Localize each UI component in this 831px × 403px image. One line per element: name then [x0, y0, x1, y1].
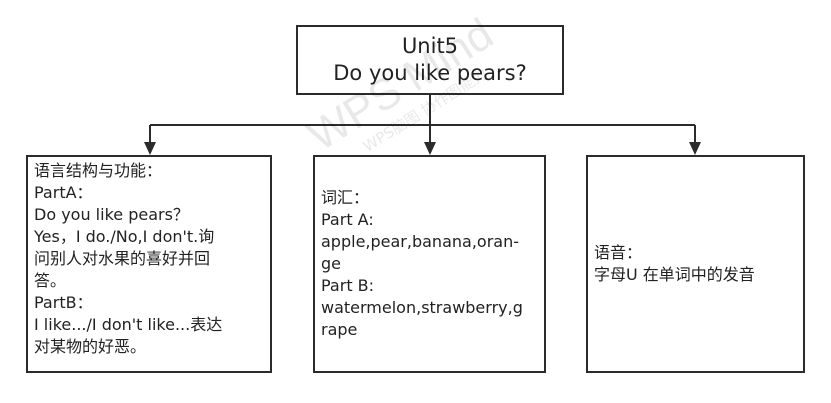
node-text-line: PartA：: [34, 183, 93, 202]
node-text-line: 词汇：: [321, 188, 370, 207]
node-text-line: 问别人对水果的喜好并回: [34, 249, 211, 268]
arrowhead-2: [424, 142, 436, 155]
node-text-line: watermelon,strawberry,g: [321, 298, 523, 317]
child-node-pronunciation[interactable]: 语音： 字母U 在单词中的发音: [586, 155, 805, 373]
node-text-line: 语言结构与功能：: [34, 161, 163, 180]
node-text-line: 语音：: [594, 243, 643, 262]
node-text-line: Yes，I do./No,I don't.询: [34, 227, 215, 246]
node-text-line: 答。: [34, 271, 67, 290]
node-text-line: Do you like pears？: [34, 205, 189, 224]
arrowhead-1: [144, 142, 156, 155]
node-text-line: 字母U 在单词中的发音: [594, 265, 755, 284]
node-text-line: Part B:: [321, 276, 375, 295]
root-subtitle: Do you like pears?: [333, 61, 527, 85]
node-text-line: rape: [321, 320, 358, 339]
root-node[interactable]: Unit5 Do you like pears?: [296, 25, 564, 95]
child-node-language-structure[interactable]: 语言结构与功能： PartA： Do you like pears？ Yes，I…: [26, 155, 272, 373]
node-text-line: apple,pear,banana,oran-: [321, 232, 519, 251]
node-text-line: ge: [321, 254, 341, 273]
node-text-line: I like.../I don't like...表达: [34, 315, 223, 334]
node-text-line: 对某物的好恶。: [34, 337, 147, 356]
arrowhead-3: [689, 142, 701, 155]
root-title: Unit5: [401, 34, 459, 58]
node-text-line: PartB：: [34, 293, 93, 312]
child-node-vocabulary[interactable]: 词汇： Part A: apple,pear,banana,oran- ge P…: [313, 155, 546, 373]
node-text-line: Part A:: [321, 210, 374, 229]
